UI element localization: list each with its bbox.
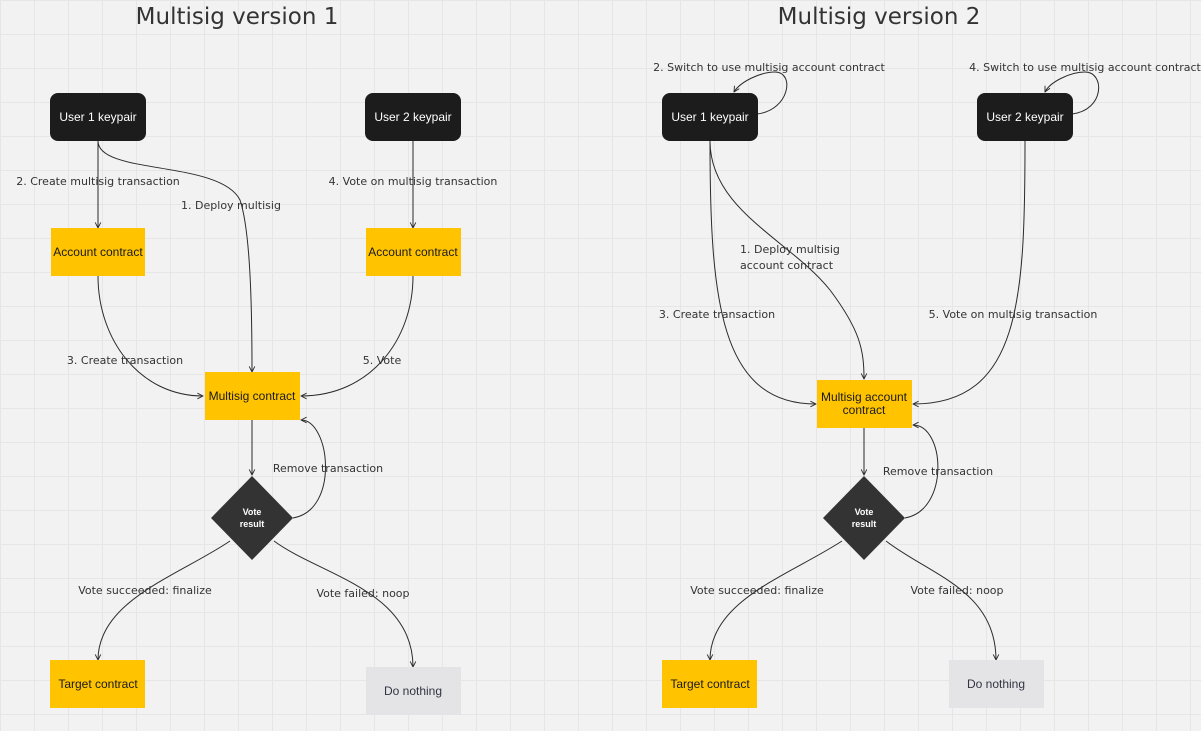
node-label: Account contract [368, 245, 458, 259]
node-label: result [852, 519, 877, 529]
edge-label: 1. Deploy multisig [181, 199, 281, 212]
edge-succeeded [710, 540, 843, 660]
node-label: Vote [243, 507, 262, 517]
node-label: User 2 keypair [986, 110, 1063, 124]
edge-label: 2. Switch to use multisig account contra… [653, 61, 885, 74]
edge-label: 5. Vote [363, 354, 402, 367]
edge-label: 1. Deploy multisig [740, 243, 840, 256]
edge-succeeded [98, 540, 231, 660]
node-label: User 2 keypair [374, 110, 451, 124]
edge-label: 4. Vote on multisig transaction [329, 175, 498, 188]
edge-label: 4. Switch to use multisig account contra… [969, 61, 1201, 74]
edge-label: Remove transaction [273, 462, 383, 475]
node-target-contract[interactable]: Target contract [662, 660, 757, 708]
edge-label: Remove transaction [883, 465, 993, 478]
panel-title: Multisig version 1 [136, 4, 339, 30]
node-account-contract-2[interactable]: Account contract [366, 228, 461, 276]
node-label: Target contract [670, 677, 750, 691]
node-user-2[interactable]: User 2 keypair [977, 93, 1073, 141]
node-label: Multisig contract [209, 389, 296, 403]
node-label: Do nothing [384, 684, 442, 698]
node-vote-result[interactable]: Vote result [823, 476, 905, 560]
edge-switch-user-1 [734, 71, 788, 115]
panel-title: Multisig version 2 [778, 4, 981, 30]
edges [97, 140, 414, 667]
edge-label: Vote succeeded: finalize [690, 584, 824, 597]
node-user-1[interactable]: User 1 keypair [50, 93, 146, 141]
edge-failed [273, 540, 413, 667]
edge-vote-on-tx [913, 140, 1026, 404]
node-do-nothing[interactable]: Do nothing [949, 660, 1044, 708]
node-label: Multisig account [821, 390, 908, 404]
node-label: result [240, 519, 265, 529]
edges [709, 71, 1100, 660]
node-label: User 1 keypair [59, 110, 136, 124]
node-label: Account contract [53, 245, 143, 259]
edge-label: Vote succeeded: finalize [78, 584, 212, 597]
node-label: User 1 keypair [671, 110, 748, 124]
edge-switch-user-2 [1045, 71, 1100, 115]
edge-failed [885, 540, 996, 660]
panel-version-1: Multisig version 1 2. Create multisig tr… [16, 4, 497, 715]
edge-create-tx [97, 275, 203, 396]
node-label: Target contract [58, 677, 138, 691]
node-user-1[interactable]: User 1 keypair [662, 93, 758, 141]
node-label: Vote [855, 507, 874, 517]
node-target-contract[interactable]: Target contract [50, 660, 145, 708]
edge-create-tx [709, 140, 816, 404]
edge-remove-tx [292, 420, 326, 519]
edge-label: Vote failed: noop [316, 587, 409, 600]
node-user-2[interactable]: User 2 keypair [365, 93, 461, 141]
edge-deploy [97, 140, 252, 372]
edge-label: 3. Create transaction [67, 354, 183, 367]
node-label: contract [843, 403, 886, 417]
node-multisig-account-contract[interactable]: Multisig account contract [817, 380, 912, 428]
edge-label: 2. Create multisig transaction [16, 175, 180, 188]
node-account-contract-1[interactable]: Account contract [51, 228, 145, 276]
edge-label: account contract [740, 259, 834, 272]
panel-version-2: Multisig version 2 2. Switch to use mult… [653, 4, 1201, 708]
node-vote-result[interactable]: Vote result [211, 476, 293, 560]
edge-vote [301, 275, 414, 396]
edge-label: 5. Vote on multisig transaction [929, 308, 1098, 321]
node-label: Do nothing [967, 677, 1025, 691]
node-do-nothing[interactable]: Do nothing [366, 667, 461, 715]
edge-remove-tx [904, 425, 939, 519]
edge-label: Vote failed: noop [910, 584, 1003, 597]
edge-deploy [709, 140, 864, 379]
edge-label: 3. Create transaction [659, 308, 775, 321]
node-multisig-contract[interactable]: Multisig contract [205, 372, 300, 420]
